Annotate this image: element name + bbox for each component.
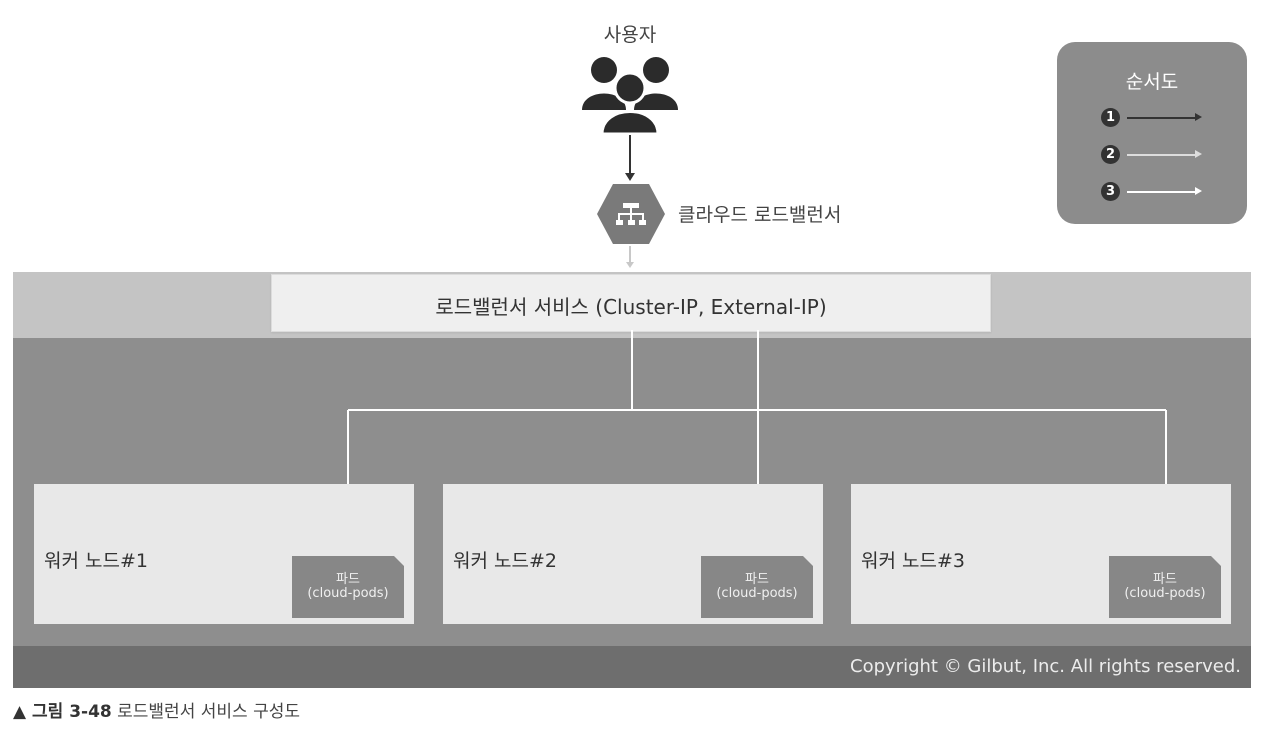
load-balancer-label: 클라우드 로드밸런서 (678, 204, 842, 226)
service-label: 로드밸런서 서비스 (Cluster-IP, External-IP) (435, 295, 827, 319)
legend-arrow-head (1195, 150, 1202, 158)
legend-number: 2 (1101, 145, 1120, 164)
worker-node: 워커 노드#3 파드 (cloud-pods) (851, 484, 1231, 624)
legend-number: 3 (1101, 182, 1120, 201)
legend-arrow-line (1127, 154, 1197, 156)
pod-box: 파드 (cloud-pods) (701, 556, 813, 618)
legend-arrow-head (1195, 187, 1202, 195)
figure-caption: ▲ 그림 3-48 로드밸런서 서비스 구성도 (13, 697, 300, 722)
pod-subtitle: (cloud-pods) (716, 586, 798, 601)
caption-figure-number: ▲ 그림 3-48 (13, 702, 112, 722)
worker-node-label: 워커 노드#2 (453, 550, 557, 572)
worker-node-label: 워커 노드#3 (861, 550, 965, 572)
pod-subtitle: (cloud-pods) (1124, 586, 1206, 601)
lb-to-service-arrow (626, 246, 634, 268)
worker-node: 워커 노드#1 파드 (cloud-pods) (34, 484, 414, 624)
legend-arrow-line (1127, 191, 1197, 193)
legend-item: 1 (1101, 108, 1211, 128)
legend-arrow-line (1127, 117, 1197, 119)
user-label: 사용자 (603, 24, 657, 46)
legend: 순서도 1 2 3 (1057, 42, 1247, 224)
pod-name: 파드 (745, 572, 769, 587)
pod-name: 파드 (1153, 572, 1177, 587)
pod-box: 파드 (cloud-pods) (1109, 556, 1221, 618)
caption-text: 로드밸런서 서비스 구성도 (111, 702, 300, 722)
worker-node: 워커 노드#2 파드 (cloud-pods) (443, 484, 823, 624)
legend-title: 순서도 (1125, 71, 1179, 93)
users-group-icon (580, 50, 680, 136)
copyright-text: Copyright © Gilbut, Inc. All rights rese… (850, 656, 1241, 677)
worker-node-label: 워커 노드#1 (44, 550, 148, 572)
legend-number: 1 (1101, 108, 1120, 127)
load-balancer-icon (596, 183, 666, 245)
legend-arrow-head (1195, 113, 1202, 121)
pod-subtitle: (cloud-pods) (307, 586, 389, 601)
pod-name: 파드 (336, 572, 360, 587)
user-to-lb-arrow (625, 135, 635, 181)
legend-item: 2 (1101, 145, 1211, 165)
legend-item: 3 (1101, 182, 1211, 202)
copyright-footer: Copyright © Gilbut, Inc. All rights rese… (13, 646, 1251, 688)
pod-box: 파드 (cloud-pods) (292, 556, 404, 618)
